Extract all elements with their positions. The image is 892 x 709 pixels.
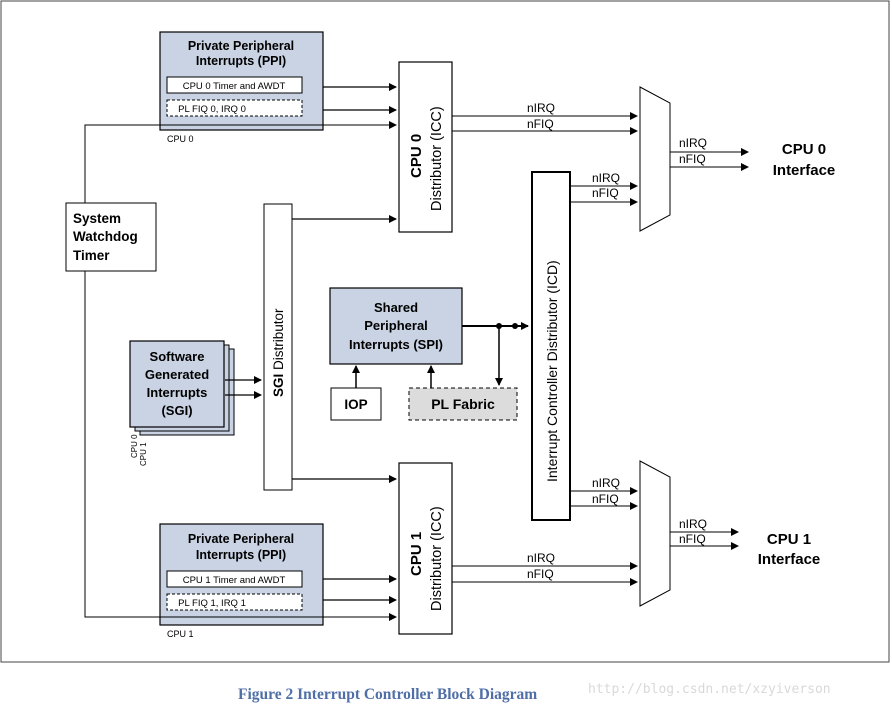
cpu1-distributor-block: CPU 1 Distributor (ICC) — [398, 462, 453, 635]
ppi-cpu1-timer-box — [166, 570, 303, 588]
mux0-nfiq-label: nFIQ — [679, 152, 706, 166]
ppi-cpu0-timer-label: CPU 0 Timer and AWDT — [183, 81, 286, 92]
system-watchdog-timer-block: System Watchdog Timer — [65, 202, 157, 272]
icd-mux0-nirq-label: nIRQ — [592, 171, 620, 185]
iop-label: IOP — [344, 397, 367, 412]
mux1-nirq-label: nIRQ — [679, 517, 707, 531]
ppi-cpu1-pl-box — [166, 593, 303, 611]
watchdog-to-cpu1-wire — [84, 271, 397, 621]
ppi-cpu1-timer-label: CPU 1 Timer and AWDT — [183, 575, 286, 586]
pl-fabric-label: PL Fabric — [431, 396, 495, 412]
watchdog-to-cpu0-wire — [84, 121, 397, 203]
spi-line2: Peripheral — [364, 318, 428, 333]
cpu0-distributor-block: CPU 0 Distributor (ICC) — [398, 61, 453, 233]
icd-mux1-nfiq-label: nFIQ — [592, 492, 619, 506]
icd-block: Interrupt Controller Distributor (ICD) — [531, 171, 571, 521]
ppi-cpu0-block: Private Peripheral Interrupts (PPI) CPU … — [159, 31, 324, 131]
pl-fabric-block: PL Fabric — [408, 387, 518, 421]
spi-line1: Shared — [374, 300, 418, 315]
watchdog-line1: System — [73, 211, 121, 226]
mux-cpu1 — [639, 460, 671, 607]
ppi-cpu0-cpu-label: CPU 0 — [167, 134, 194, 144]
ppi-cpu1-title-line1: Private Peripheral — [188, 532, 294, 546]
watermark-url: http://blog.csdn.net/xzyiverson — [588, 682, 831, 697]
ppi-cpu0-title-line1: Private Peripheral — [188, 39, 294, 53]
spi-junction-dot-2 — [512, 323, 518, 329]
cpu0-interface-line1: CPU 0 — [782, 141, 826, 158]
sgi-line2: Generated — [145, 367, 209, 382]
cpu1-distributor-title: CPU 1 — [408, 532, 425, 576]
cpu0-distributor-title: CPU 0 — [408, 134, 425, 178]
icd-mux0-nfiq-label: nFIQ — [592, 186, 619, 200]
watchdog-line2: Watchdog — [73, 229, 138, 244]
mux1-nfiq-label: nFIQ — [679, 532, 706, 546]
cpu1-interface-line2: Interface — [758, 551, 821, 568]
cpu1-nfiq-label: nFIQ — [527, 567, 554, 581]
ppi-cpu0-timer-box — [166, 76, 303, 94]
sgi-line4: (SGI) — [161, 403, 192, 418]
cpu0-distributor-label: Distributor (ICC) — [429, 106, 445, 211]
sgi-distributor-block: SGI Distributor — [263, 203, 293, 491]
cpu0-nfiq-label: nFIQ — [527, 117, 554, 131]
sgi-block: Software Generated Interrupts (SGI) — [129, 340, 235, 436]
watchdog-line3: Timer — [73, 248, 110, 263]
spi-line3: Interrupts (SPI) — [349, 337, 443, 352]
sgi-cpu1-label: CPU 1 — [139, 442, 148, 466]
ppi-cpu1-block: Private Peripheral Interrupts (PPI) CPU … — [159, 523, 324, 626]
mux-cpu0 — [639, 86, 671, 232]
mux0-nirq-label: nIRQ — [679, 136, 707, 150]
sgi-distributor-label: SGI Distributor — [271, 308, 286, 397]
cpu1-distributor-label: Distributor (ICC) — [429, 506, 445, 611]
cpu1-nirq-label: nIRQ — [527, 551, 555, 565]
spi-block: Shared Peripheral Interrupts (SPI) — [329, 287, 463, 365]
icd-label: Interrupt Controller Distributor (ICD) — [544, 260, 560, 482]
cpu1-interface-line1: CPU 1 — [767, 531, 811, 548]
iop-block: IOP — [330, 387, 382, 421]
cpu0-interface-line2: Interface — [773, 162, 836, 179]
ppi-cpu1-cpu-label: CPU 1 — [167, 629, 194, 639]
figure-caption: Figure 2 Interrupt Controller Block Diag… — [238, 686, 538, 703]
cpu0-nirq-label: nIRQ — [527, 101, 555, 115]
ppi-cpu0-title-line2: Interrupts (PPI) — [196, 54, 286, 68]
sgi-cpu0-label: CPU 0 — [130, 434, 139, 458]
sgi-line3: Interrupts — [147, 385, 208, 400]
ppi-cpu0-pl-box — [166, 99, 303, 117]
icd-mux1-nirq-label: nIRQ — [592, 476, 620, 490]
ppi-cpu0-pl-label: PL FIQ 0, IRQ 0 — [178, 104, 246, 115]
sgi-line1: Software — [150, 349, 205, 364]
diagram-frame — [0, 0, 890, 663]
ppi-cpu1-pl-label: PL FIQ 1, IRQ 1 — [178, 598, 246, 609]
ppi-cpu1-title-line2: Interrupts (PPI) — [196, 548, 286, 562]
